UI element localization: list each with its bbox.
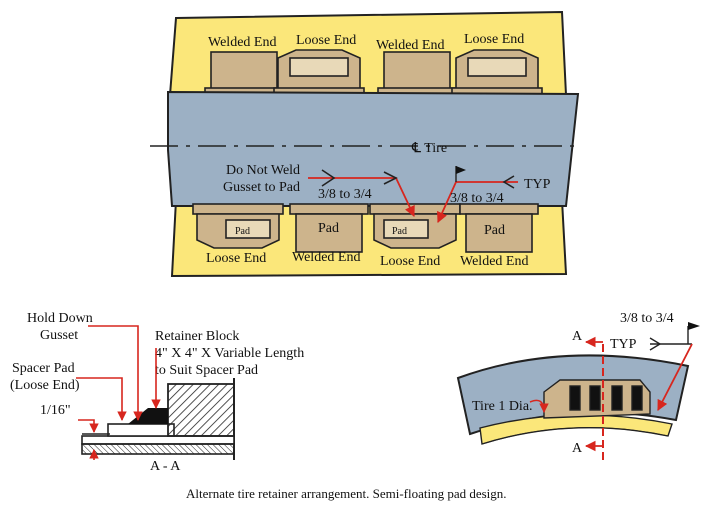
top-view: Welded End Loose End Welded End Loose En… [150,10,580,278]
note-line-2: Gusset to Pad [223,180,300,195]
gusset-label-1: Hold Down [27,311,93,326]
typ-label: TYP [524,177,551,192]
weld-size-label: 3/8 to 3/4 [450,191,504,206]
weld-symbol-2: 3/8 to 3/4 TYP [437,166,551,223]
base-plate [81,435,235,445]
weld-size-label: 3/8 to 3/4 [318,187,372,202]
pad-welded-end [289,203,369,253]
label-loose-end: Loose End [206,251,266,266]
spacer-label-2: (Loose End) [10,378,80,393]
label-welded-end: Welded End [292,250,360,265]
typ-label: TYP [610,337,637,352]
section-label: A - A [150,459,181,474]
tire-band [167,90,580,207]
gusset-label-2: Gusset [40,328,78,343]
pad-welded-end [377,51,457,99]
centerline-label: ℄ Tire [411,141,447,156]
section-mark-bottom: A [572,441,583,456]
side-view: A A 3/8 to 3/4 TYP Tire 1 Dia. [456,311,700,460]
pad-welded-end [204,51,284,99]
spacer-pad [107,423,175,437]
label-welded-end: Welded End [376,38,444,53]
label-pad: Pad [235,226,250,237]
weld-symbol-1: 3/8 to 3/4 [308,169,415,217]
label-welded-end: Welded End [208,35,276,50]
tire-plate [81,443,235,455]
section-a-a: Hold Down Gusset Retainer Block 4" X 4" … [10,311,304,474]
retainer-label-2: 4" X 4" X Variable Length [155,346,304,361]
side-pad [543,379,651,419]
hold-down-gusset [128,408,168,424]
note-line-1: Do Not Weld [226,163,300,178]
pad-loose-end [369,203,461,249]
label-welded-end: Welded End [460,254,528,269]
lower-pads [192,203,539,253]
label-loose-end: Loose End [380,254,440,269]
retainer-label-3: to Suit Spacer Pad [155,363,258,378]
label-pad: Pad [392,226,407,237]
label-pad: Pad [318,221,339,236]
figure-caption: Alternate tire retainer arrangement. Sem… [186,486,507,501]
pad-loose-end [451,49,543,99]
pad-welded-end [459,203,539,253]
weld-size-label: 3/8 to 3/4 [620,311,674,326]
label-loose-end: Loose End [296,33,356,48]
label-loose-end: Loose End [464,32,524,47]
tire-label: Tire 1 Dia. [472,399,533,414]
gap-label: 1/16" [40,403,71,418]
retainer-block [167,383,235,437]
section-mark-top: A [572,329,583,344]
spacer-label-1: Spacer Pad [12,361,75,376]
pad-loose-end [273,49,365,99]
label-pad: Pad [484,223,505,238]
pad-loose-end [192,203,284,249]
retainer-label-1: Retainer Block [155,329,239,344]
